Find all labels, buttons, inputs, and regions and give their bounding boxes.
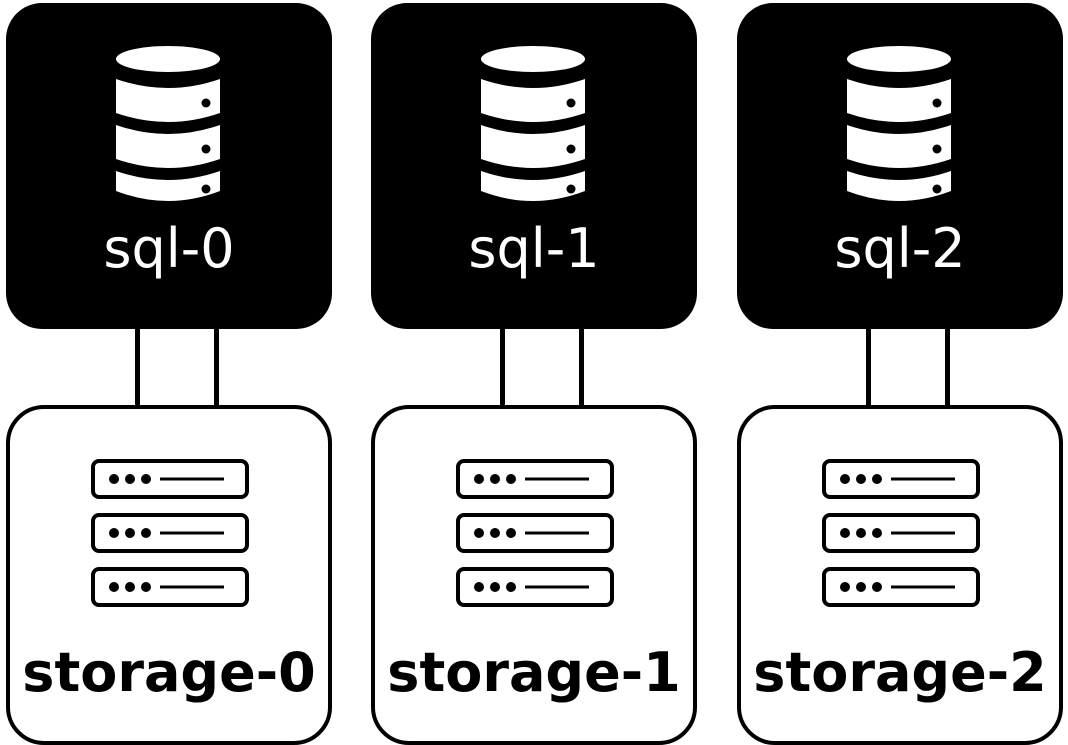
storage-volume-label: storage-1 bbox=[387, 641, 681, 704]
storage-volume-label: storage-0 bbox=[22, 641, 316, 704]
sql-pod-node: sql-1 bbox=[371, 3, 697, 329]
storage-volume-node: storage-0 bbox=[6, 405, 332, 745]
pod-group-0: sql-0 storage-0 bbox=[6, 0, 332, 745]
server-rack-icon bbox=[91, 459, 249, 607]
sql-pod-label: sql-1 bbox=[468, 217, 600, 280]
volume-connector bbox=[500, 318, 584, 414]
storage-volume-node: storage-1 bbox=[371, 405, 697, 745]
sql-pod-node: sql-0 bbox=[6, 3, 332, 329]
sql-pod-label: sql-0 bbox=[103, 217, 235, 280]
sql-pod-label: sql-2 bbox=[834, 217, 966, 280]
storage-volume-label: storage-2 bbox=[753, 641, 1047, 704]
storage-volume-node: storage-2 bbox=[737, 405, 1063, 745]
database-icon bbox=[116, 46, 220, 201]
volume-connector bbox=[135, 318, 219, 414]
server-rack-icon bbox=[456, 459, 614, 607]
sql-pod-node: sql-2 bbox=[737, 3, 1063, 329]
database-icon bbox=[847, 46, 951, 201]
server-rack-icon bbox=[822, 459, 980, 607]
pod-group-2: sql-2 storage-2 bbox=[737, 0, 1063, 745]
pod-group-1: sql-1 storage-1 bbox=[371, 0, 697, 745]
database-icon bbox=[481, 46, 585, 201]
volume-connector bbox=[866, 318, 950, 414]
